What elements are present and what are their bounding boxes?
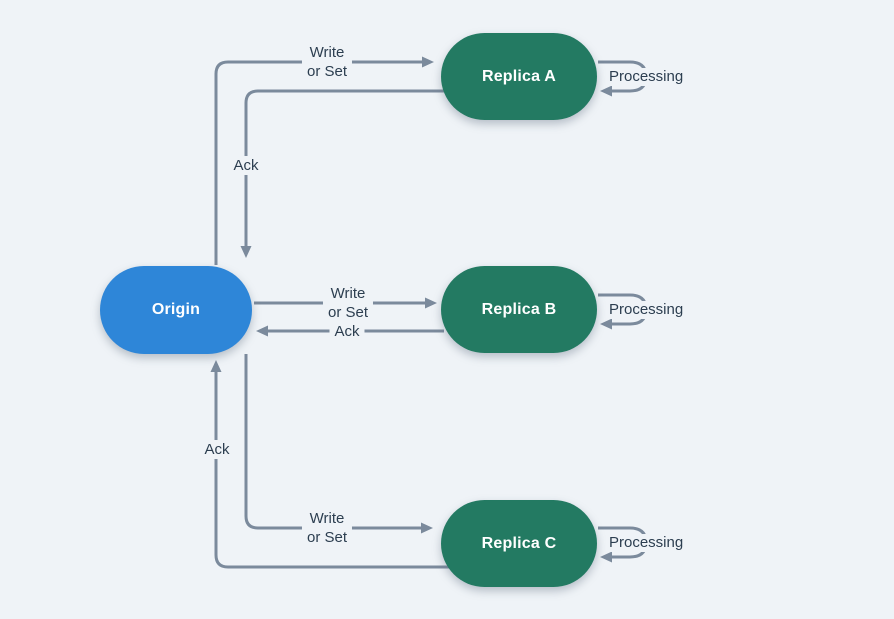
edge-replica-c-to-origin-arrowhead [210, 360, 222, 372]
edge-origin-to-replica-c-line [244, 354, 422, 530]
edge-label-ack-top: Ack [228, 156, 264, 175]
edge-origin-to-replica-a-line [214, 60, 423, 265]
edge-label-write-or-set-bottom: Write or Set [301, 509, 353, 547]
node-origin-label: Origin [151, 301, 201, 318]
processing-loop-replica-b-arrowhead [600, 318, 612, 330]
edge-replica-c-to-origin-line [214, 371, 452, 569]
edge-label-processing-replica-a: Processing [606, 68, 687, 86]
node-replica-c-label: Replica C [481, 534, 557, 552]
edge-label-ack-bottom: Ack [199, 440, 235, 459]
edge-replica-a-to-origin-line [244, 89, 444, 247]
edge-origin-to-replica-b-arrowhead [425, 297, 437, 309]
edge-label-write-or-set-top: Write or Set [301, 43, 353, 81]
node-replica-a: Replica A [441, 33, 597, 120]
node-origin: Origin [100, 266, 252, 354]
edge-label-processing-replica-c: Processing [606, 534, 687, 552]
processing-loop-replica-c-arrowhead [600, 551, 612, 563]
edge-origin-to-replica-c-arrowhead [421, 522, 433, 534]
edge-replica-a-to-origin-arrowhead [240, 246, 252, 258]
node-replica-a-label: Replica A [481, 67, 557, 85]
node-replica-b-label: Replica B [481, 300, 557, 318]
processing-loop-replica-a-arrowhead [600, 85, 612, 97]
edge-label-write-or-set-middle: Write or Set [322, 284, 374, 322]
node-replica-b: Replica B [441, 266, 597, 353]
edge-label-processing-replica-b: Processing [606, 301, 687, 319]
node-replica-c: Replica C [441, 500, 597, 587]
edge-origin-to-replica-a-arrowhead [422, 56, 434, 68]
edge-label-ack-middle: Ack [329, 322, 365, 341]
edge-replica-b-to-origin-arrowhead [256, 325, 268, 337]
